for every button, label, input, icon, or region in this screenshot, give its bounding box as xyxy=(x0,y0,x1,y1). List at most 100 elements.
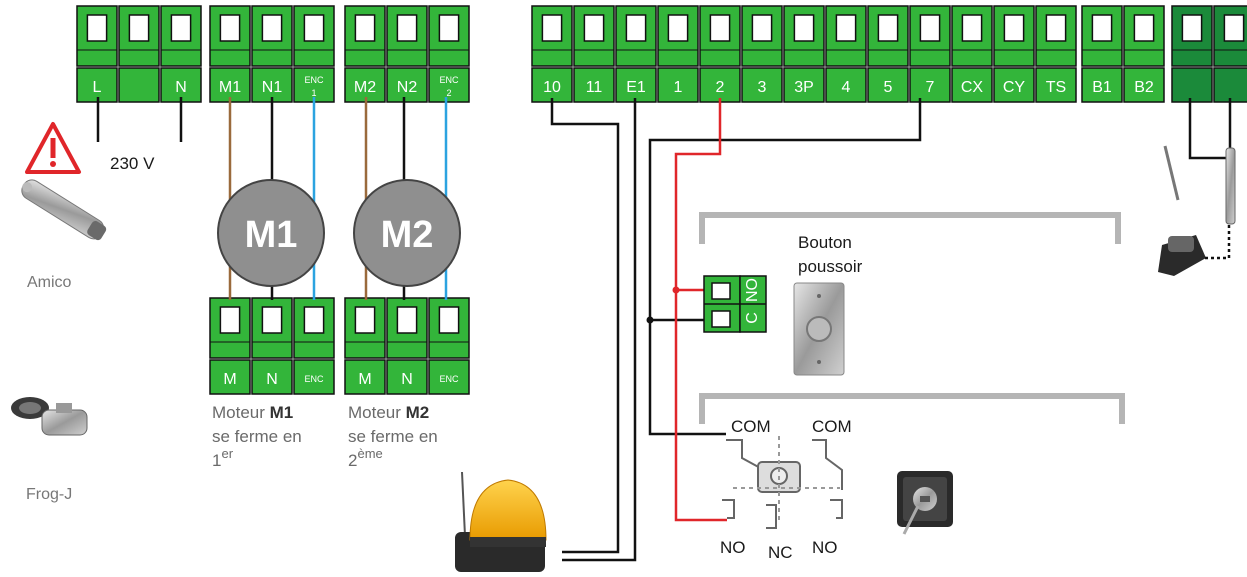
motor-1-terminal-0-label: M xyxy=(223,371,236,388)
terminal-main-7: 4 xyxy=(825,5,867,103)
motor-2-terminal-1-label: N xyxy=(401,371,413,388)
warning-icon xyxy=(25,122,81,174)
terminal-main-1-label: 11 xyxy=(586,79,603,96)
selector-com-right: COM xyxy=(812,417,852,436)
terminal-left-1 xyxy=(118,5,160,103)
bracket-pushbutton xyxy=(699,212,1121,244)
selector-no-left: NO xyxy=(720,538,746,557)
motor-m2-line2: se ferme en xyxy=(348,427,438,446)
terminal-block-main: 10 11 E1 1 2 3 3P 4 5 7 CX CY TS B1 B2 xyxy=(531,5,1247,103)
motor-2-terminal-2: ENC xyxy=(428,297,470,395)
terminal-left-8-sub: 2 xyxy=(446,88,451,98)
motor-1-terminal-0: M xyxy=(209,297,251,395)
motor-m2-order: 2ème xyxy=(348,446,383,470)
flashing-lamp-icon xyxy=(455,471,547,572)
terminal-main-8: 5 xyxy=(867,5,909,103)
terminal-main-2-label: E1 xyxy=(626,79,646,96)
terminal-main-0: 10 xyxy=(531,5,573,103)
selector-nc: NC xyxy=(768,543,793,562)
terminal-left-7-label: N2 xyxy=(397,79,418,96)
terminal-main-4-label: 2 xyxy=(716,79,725,96)
motor-m2: M2 xyxy=(353,179,461,287)
pushbutton-icon xyxy=(793,282,845,376)
terminal-left-4: N1 xyxy=(251,5,293,103)
amico-motor-icon xyxy=(21,179,107,241)
terminal-main-9-label: 7 xyxy=(926,79,935,96)
selector-no-right: NO xyxy=(812,538,838,557)
terminal-main-12: TS xyxy=(1035,5,1077,103)
terminal-main-3: 1 xyxy=(657,5,699,103)
motor-m1-caption: Moteur M1 xyxy=(212,403,293,422)
frog-label: Frog-J xyxy=(26,486,72,503)
terminal-left-8-label: ENC xyxy=(439,75,459,85)
motor-1-terminal-1: N xyxy=(251,297,293,395)
terminal-main-13-label: B1 xyxy=(1092,79,1112,96)
terminal-main-6-label: 3P xyxy=(794,79,814,96)
terminal-left-0-label: L xyxy=(93,79,102,96)
motor-m1-order: 1er xyxy=(212,446,234,470)
motor-2-terminal-0: M xyxy=(344,297,386,395)
key-switch-icon xyxy=(897,471,953,535)
terminal-main-15 xyxy=(1171,5,1213,103)
motor-1-terminal-2: ENC xyxy=(293,297,335,395)
wiring-main xyxy=(550,98,1232,562)
terminal-left-5-sub: 1 xyxy=(311,88,316,98)
motor-2-terminal-0-label: M xyxy=(358,371,371,388)
terminal-block-left: L N M1 N1 ENC 1 M2 N2 ENC 2 xyxy=(76,5,470,103)
terminal-main-3-label: 1 xyxy=(674,79,683,96)
terminal-main-4: 2 xyxy=(699,5,741,103)
terminal-main-14-label: B2 xyxy=(1134,79,1154,96)
selector-com-left: COM xyxy=(731,417,771,436)
terminal-main-5: 3 xyxy=(741,5,783,103)
terminal-block-motors: M N ENC M N ENC xyxy=(209,297,470,395)
terminal-left-8: ENC 2 xyxy=(428,5,470,103)
terminal-main-14: B2 xyxy=(1123,5,1165,103)
terminal-left-2-label: N xyxy=(175,79,187,96)
voltage-label: 230 V xyxy=(110,154,155,173)
terminal-main-0-label: 10 xyxy=(543,79,561,96)
pushbutton-terminal: NO C xyxy=(703,275,767,333)
terminal-left-4-label: N1 xyxy=(262,79,283,96)
terminal-left-5: ENC 1 xyxy=(293,5,335,103)
amico-label: Amico xyxy=(27,274,72,291)
motor-1-terminal-1-label: N xyxy=(266,371,278,388)
terminal-left-5-label: ENC xyxy=(304,75,324,85)
pushbutton-c-label: C xyxy=(744,312,761,324)
terminal-left-3: M1 xyxy=(209,5,251,103)
terminal-main-16 xyxy=(1213,5,1247,103)
motor-m2-label: M2 xyxy=(381,214,434,256)
terminal-main-10-label: CX xyxy=(961,79,984,96)
motor-m1: M1 xyxy=(217,179,325,287)
pushbutton-label-2: poussoir xyxy=(798,257,863,276)
terminal-left-6-label: M2 xyxy=(354,79,376,96)
pushbutton-no-label: NO xyxy=(744,278,761,302)
motor-2-terminal-2-label: ENC xyxy=(439,374,459,384)
terminal-left-6: M2 xyxy=(344,5,386,103)
terminal-main-8-label: 5 xyxy=(884,79,893,96)
motor-m2-caption: Moteur M2 xyxy=(348,403,429,422)
antenna-icon xyxy=(1158,145,1236,276)
terminal-main-13: B1 xyxy=(1081,5,1123,103)
frog-motor-icon xyxy=(11,397,88,436)
motor-m1-label: M1 xyxy=(245,214,298,256)
pushbutton-label-1: Bouton xyxy=(798,233,852,252)
terminal-left-7: N2 xyxy=(386,5,428,103)
terminal-main-12-label: TS xyxy=(1046,79,1066,96)
terminal-main-6: 3P xyxy=(783,5,825,103)
terminal-main-1: 11 xyxy=(573,5,615,103)
bracket-selector xyxy=(699,393,1125,424)
terminal-main-2: E1 xyxy=(615,5,657,103)
terminal-left-3-label: M1 xyxy=(219,79,241,96)
wiring-power xyxy=(96,97,183,142)
terminal-main-5-label: 3 xyxy=(758,79,767,96)
motor-m1-line2: se ferme en xyxy=(212,427,302,446)
terminal-left-0: L xyxy=(76,5,118,103)
terminal-main-11: CY xyxy=(993,5,1035,103)
motor-2-terminal-1: N xyxy=(386,297,428,395)
motor-1-terminal-2-label: ENC xyxy=(304,374,324,384)
terminal-main-11-label: CY xyxy=(1003,79,1026,96)
terminal-main-7-label: 4 xyxy=(842,79,851,96)
terminal-main-9: 7 xyxy=(909,5,951,103)
terminal-left-2: N xyxy=(160,5,202,103)
